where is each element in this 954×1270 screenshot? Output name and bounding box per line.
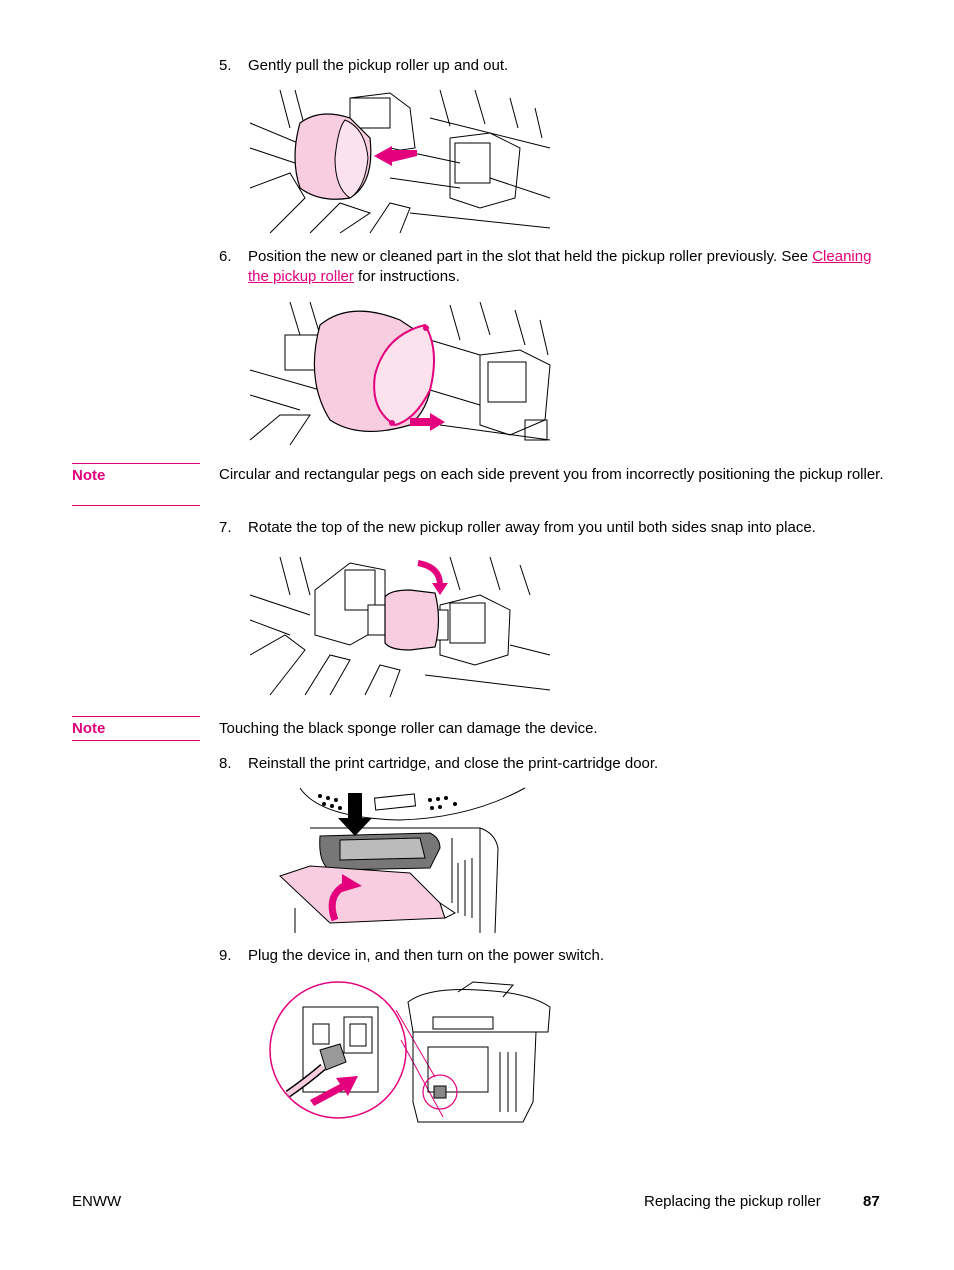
note-text: Touching the black sponge roller can dam…: [219, 720, 598, 737]
cleaning-pickup-roller-link[interactable]: Cleaning the pickup roller: [248, 248, 872, 285]
page-number: 87: [863, 1193, 880, 1210]
step-text-before: Position the new or cleaned part in the …: [248, 248, 813, 265]
step-number: 6.: [219, 248, 232, 265]
note-bottom-rule: [72, 740, 200, 741]
power-cord-illustration: [269, 981, 551, 1123]
footer-left-label: ENWW: [72, 1193, 122, 1210]
print-cartridge-reinstall-illustration: [279, 787, 526, 934]
pickup-roller-removal-illustration: [249, 89, 551, 234]
footer-section-title: Replacing the pickup roller: [644, 1193, 821, 1210]
step-text-after: for instructions.: [353, 268, 460, 285]
note-bottom-rule: [72, 505, 200, 506]
step-text: Position the new or cleaned part in the …: [248, 247, 888, 287]
note-label: Note: [72, 720, 106, 737]
note-text: Circular and rectangular pegs on each si…: [219, 466, 884, 483]
pickup-roller-insertion-illustration: [249, 301, 551, 446]
step-text: Gently pull the pickup roller up and out…: [248, 57, 509, 74]
note-top-rule: [72, 463, 200, 464]
note-top-rule: [72, 716, 200, 717]
step-number: 8.: [219, 755, 232, 772]
step-text: Rotate the top of the new pickup roller …: [248, 519, 816, 536]
step-number: 7.: [219, 519, 232, 536]
note-label: Note: [72, 467, 106, 484]
pickup-roller-rotation-illustration: [249, 556, 551, 698]
step-number: 9.: [219, 947, 232, 964]
step-text: Plug the device in, and then turn on the…: [248, 947, 605, 964]
step-text: Reinstall the print cartridge, and close…: [248, 755, 659, 772]
step-number: 5.: [219, 57, 232, 74]
